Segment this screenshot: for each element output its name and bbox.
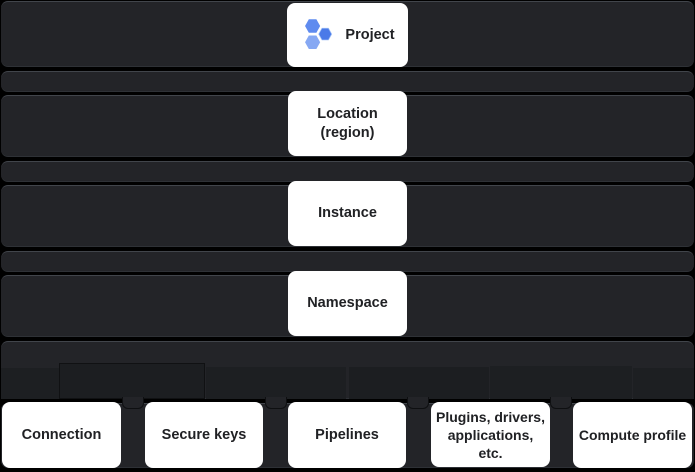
secure-keys-card-label: Secure keys (161, 426, 247, 443)
instance-card-label: Instance (318, 205, 377, 221)
project-card-label: Project (345, 26, 395, 43)
connector-stub-left (1, 368, 59, 399)
connector-segment (490, 366, 632, 399)
compute-profile-card-label: Compute profile (578, 426, 687, 443)
band-spacer-1 (1, 71, 694, 92)
namespace-card-label: Namespace (307, 295, 388, 311)
band-spacer-2 (1, 161, 694, 182)
instance-card: Instance (288, 181, 407, 246)
connector-segment (349, 367, 489, 399)
connector-tab (407, 397, 429, 409)
connection-card-label: Connection (21, 426, 102, 443)
secure-keys-card: Secure keys (145, 402, 263, 468)
hexagon-cluster-icon (300, 17, 336, 53)
pipelines-card: Pipelines (288, 402, 406, 468)
connector-segment (59, 363, 205, 399)
namespace-card: Namespace (288, 271, 407, 336)
plugins-card-label: Plugins, drivers, applications, etc. (436, 408, 545, 461)
pipelines-card-label: Pipelines (315, 426, 379, 443)
location-region-card: Location (region) (288, 91, 407, 156)
connector-stub-right (633, 368, 694, 399)
connector-tab (550, 397, 572, 409)
connector-segment (206, 367, 346, 399)
plugins-card: Plugins, drivers, applications, etc. (431, 402, 550, 467)
band-spacer-3 (1, 251, 694, 272)
location-region-card-label: Location (region) (317, 105, 378, 141)
connection-card: Connection (2, 402, 121, 468)
compute-profile-card: Compute profile (573, 402, 692, 468)
connector-tab (122, 397, 144, 409)
connector-tab (265, 397, 287, 409)
project-card: Project (287, 3, 408, 67)
